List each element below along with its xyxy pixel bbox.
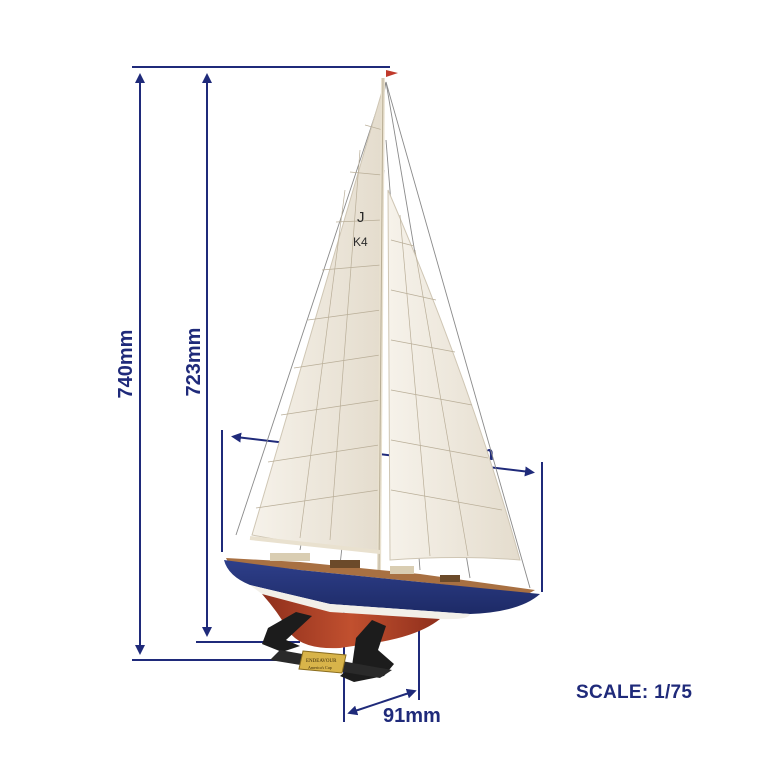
overall-height-label: 740mm [115, 330, 137, 399]
width-line [347, 688, 417, 716]
scale-label: SCALE: 1/75 [576, 682, 693, 703]
jib-sail [387, 189, 521, 561]
sail-number-k4: K4 [353, 235, 368, 249]
dimension-lines [132, 66, 543, 722]
mast-shadow [378, 77, 384, 573]
nameplate-line2: America's Cup [308, 665, 332, 670]
mast-height-label: 723mm [183, 328, 205, 397]
boom [249, 536, 381, 554]
masthead-pennant-icon [386, 70, 398, 77]
sail-number-j: J [357, 209, 365, 226]
mainsail [251, 87, 384, 553]
nameplate: ENDEAVOUR America's Cup [298, 650, 347, 674]
hull [224, 553, 540, 649]
nameplate-line1: ENDEAVOUR [306, 659, 337, 664]
width-label: 91mm [383, 705, 441, 727]
